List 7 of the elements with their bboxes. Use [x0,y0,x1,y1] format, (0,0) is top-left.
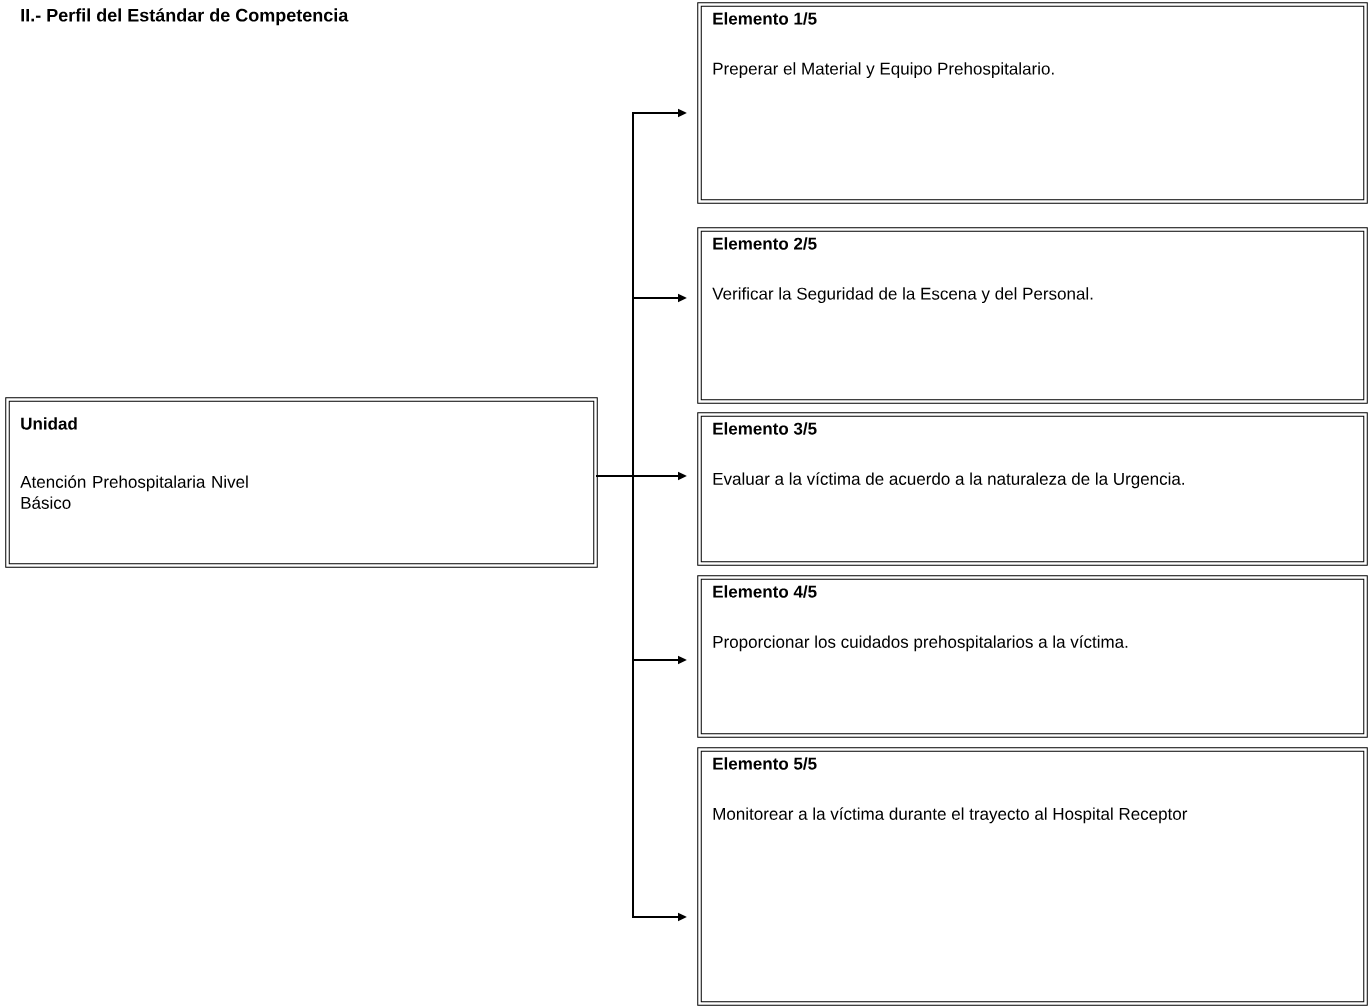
title: II.- Perfil del Estándar de Competencia [21,8,349,26]
element-box: Elemento 3/5 Evaluar a la víctima de acuerdo a la naturaleza de la Urgencia. [697,412,1368,566]
element-box: Elemento 1/5 Preperar el Material y Equipo Prehospitalario. [697,2,1368,204]
element-box: Elemento 4/5 Proporcionar los cuidados prehospitalarios a la víctima. [697,575,1368,738]
element-box: Elemento 2/5 Verificar la Seguridad de la Escena y del Personal. [697,227,1368,404]
element-box: Elemento 5/5 Monitorear a la víctima durante el trayecto al Hospital Receptor [697,747,1368,1006]
unit-box: Unidad Atención Prehospitalaria Nivel Básico [5,397,598,568]
